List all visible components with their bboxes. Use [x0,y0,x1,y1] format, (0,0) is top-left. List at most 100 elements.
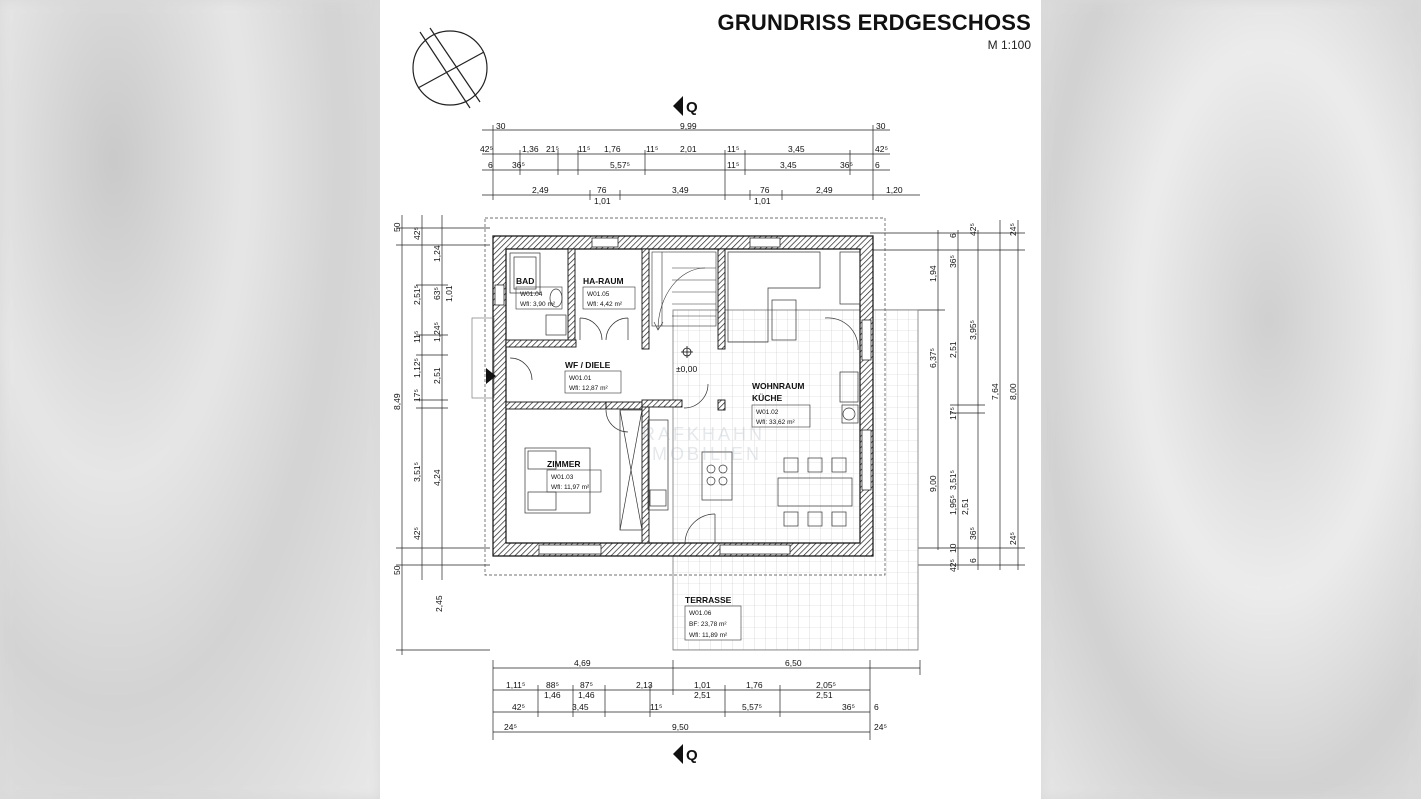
dim-top4-2: 1,01 [594,196,611,206]
level-marker-icon [681,346,693,358]
staircase [651,251,717,331]
dim-bottom1-0: 4,69 [574,658,591,668]
dim-bottom2-2: 1,46 [544,690,561,700]
drawing-scale: M 1:100 [987,38,1031,52]
room-wohnraum-name: WOHNRAUM [752,381,804,391]
kitchen-fixtures [647,251,861,511]
room-ha-raum-name: HA-RAUM [583,276,624,286]
room-terrasse-id: W01.06 [689,610,712,617]
dim-right-outer-0: 42⁵ [968,223,978,236]
dim-right-outer-2: 7,64 [990,383,1000,400]
watermark-text-1: RAFKHAHN [642,424,765,444]
interior-walls [505,248,726,544]
dimension-lines-top [482,125,920,200]
dim-bottom2-9: 2,05⁵ [816,680,836,690]
dim-bottom2-3: 87⁵ [580,680,593,690]
dim-top2-8: 3,45 [788,144,805,154]
dim-bottom4-0: 24⁵ [504,722,517,732]
dim-right-mid-5: 1,95⁵ [948,495,958,515]
dim-bottom2-8: 1,76 [746,680,763,690]
dim-top2-2: 21⁵ [546,144,559,154]
dim-left-mid-3: 1,12⁵ [412,358,422,378]
dim-right-mid-0: 6 [948,233,958,238]
dim-bottom3-2: 11⁵ [650,702,662,712]
dim-left-mid-0: 42⁵ [412,227,422,240]
dim-bottom2-6: 1,01 [694,680,711,690]
windows [494,237,872,555]
dimension-text-bottom: 4,69 6,50 1,11⁵ 88⁵ 1,46 87⁵ 1,46 2,13 1… [504,658,887,732]
dim-left-inner-2: 1,01 [444,285,454,302]
room-wohnraum-name-2: KÜCHE [752,393,783,403]
room-bad-area: Wfl: 3,90 m² [520,301,556,308]
section-marker-top: Q [673,96,698,116]
dim-bottom2-0: 1,11⁵ [506,680,525,690]
exterior-walls [492,235,874,557]
bedroom-furniture [524,409,643,531]
dim-top2-5: 11⁵ [646,144,658,154]
room-wohnraum-id: W01.02 [756,409,779,416]
dim-left-inner-5: 4,24 [432,469,442,486]
dim-bottom2-5: 2,13 [636,680,653,690]
level-label: ±0,00 [676,364,697,374]
dimension-text-top: 30 9,99 30 42⁵ 1,36 21⁵ 11⁵ 1,76 11⁵ 2,0… [480,121,903,206]
room-terrasse-bf: BF: 23,78 m² [689,621,727,628]
blurred-background-right [1041,0,1421,799]
dim-bottom3-3: 5,57⁵ [742,702,762,712]
dim-top1-2: 30 [876,121,886,131]
dim-right-inner-2: 9,00 [928,475,938,492]
room-bad-id: W01.04 [520,291,543,298]
dim-top4-0: 2,49 [532,185,549,195]
dim-top4-3: 3,49 [672,185,689,195]
dimension-lines-bottom [492,660,921,740]
north-arrow-icon [412,27,488,109]
dim-top3-4: 3,45 [780,160,797,170]
dimension-text-left: 50 8,49 50 2,45 42⁵ 2,51⁵ 11⁵ 1,12⁵ 17⁵ … [392,222,454,612]
dim-top4-1: 76 [597,185,607,195]
dim-bottom4-2: 24⁵ [874,722,887,732]
dim-top3-0: 6 [488,160,493,170]
drawing-title: GRUNDRISS ERDGESCHOSS [717,10,1031,35]
dining-table [777,457,853,527]
dim-top4-7: 1,20 [886,185,903,195]
dim-left-outer-3: 2,45 [434,595,444,612]
dimension-text-right: 1,94 6,37⁵ 9,00 6 36⁵ 2,51 17⁵ 3,51⁵ 1,9… [928,223,1018,572]
dim-top3-6: 6 [875,160,880,170]
dim-left-outer-1: 8,49 [392,393,402,410]
room-terrasse: TERRASSE W01.06 BF: 23,78 m² Wfl: 11,89 … [684,595,742,641]
dim-top2-7: 11⁵ [727,144,739,154]
dim-bottom2-4: 1,46 [578,690,595,700]
room-zimmer-id: W01.03 [551,474,574,481]
dim-top4-4: 76 [760,185,770,195]
room-wohnraum: WOHNRAUM KÜCHE W01.02 Wfl: 33,62 m² [751,381,811,428]
room-bad: BAD W01.04 Wfl: 3,90 m² [515,276,563,310]
room-zimmer-area: Wfl: 11,97 m² [551,484,590,491]
dim-left-inner-0: 1,24 [432,245,442,262]
dim-top2-4: 1,76 [604,144,621,154]
dim-top3-5: 36⁵ [840,160,853,170]
room-wf-diele-name: WF / DIELE [565,360,611,370]
door-swings [509,317,859,544]
dim-right-inner-0: 1,94 [928,265,938,282]
room-ha-raum: HA-RAUM W01.05 Wfl: 4,42 m² [582,276,636,310]
blurred-background-left [0,0,380,799]
dim-right-mid-9: 42⁵ [948,559,958,572]
dim-bottom3-1: 3,45 [572,702,589,712]
dim-left-mid-5: 3,51⁵ [412,462,422,482]
watermark-text-2: MOBILIEN [652,444,762,464]
section-marker-bottom: Q [673,744,698,764]
room-wohnraum-area: Wfl: 33,62 m² [756,419,795,426]
dim-bottom1-1: 6,50 [785,658,802,668]
entrance-arrow-icon [471,317,496,399]
dim-right-far-0: 24⁵ [1008,223,1018,236]
dim-right-mid-6: 2,51 [960,498,970,515]
dim-left-mid-4: 17⁵ [412,389,422,402]
dim-left-mid-1: 2,51⁵ [412,285,422,305]
floor-plan-drawing: Q Q [392,27,1025,764]
kitchen-island [701,451,733,501]
dim-right-mid-8: 10 [948,543,958,553]
terrace-area [672,309,919,651]
dim-top4-6: 2,49 [816,185,833,195]
room-terrasse-area: Wfl: 11,89 m² [689,632,728,639]
dim-right-mid-4: 3,51⁵ [948,470,958,490]
dim-bottom2-10: 2,51 [816,690,833,700]
